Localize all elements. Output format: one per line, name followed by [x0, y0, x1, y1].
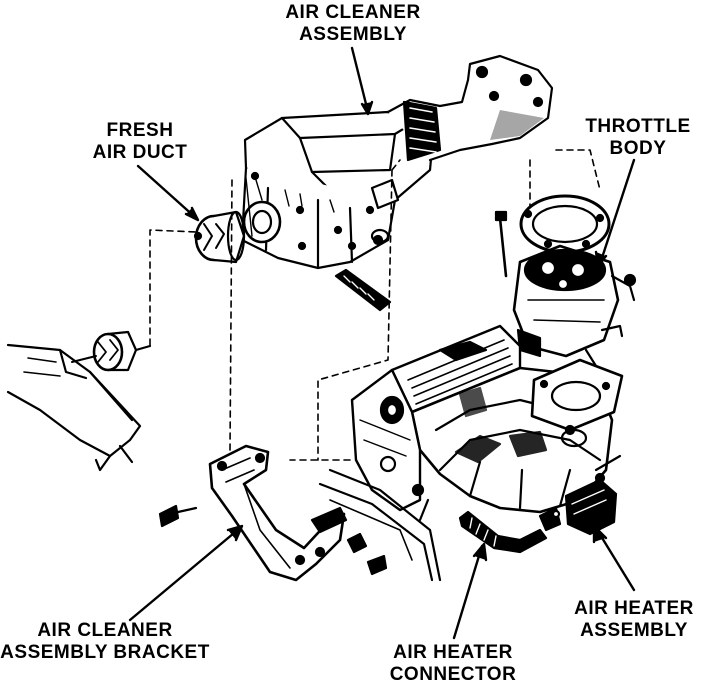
label-fresh-air-duct: FRESH AIR DUCT	[80, 120, 200, 164]
leader-lines	[128, 46, 636, 640]
label-line: AIR CLEANER	[37, 620, 173, 641]
label-line: AIR DUCT	[92, 142, 188, 163]
air-heater-hose	[334, 268, 392, 312]
fresh-air-duct-adapter	[193, 210, 246, 264]
label-line: AIR HEATER	[574, 598, 694, 619]
label-air-cleaner-assembly-bracket: AIR CLEANER ASSEMBLY BRACKET	[0, 620, 210, 664]
label-throttle-body: THROTTLE BODY	[578, 116, 698, 160]
label-line: THROTTLE	[585, 116, 691, 137]
leader-air-heater-connector	[452, 544, 484, 640]
label-line: BODY	[609, 138, 667, 159]
throttle-body	[494, 194, 637, 372]
label-air-cleaner-assembly: AIR CLEANER ASSEMBLY	[268, 2, 438, 46]
leader-air-cleaner-bracket	[128, 526, 242, 622]
label-line: AIR HEATER	[393, 642, 513, 663]
label-line: AIR CLEANER	[285, 2, 421, 23]
label-air-heater-connector: AIR HEATER CONNECTOR	[378, 642, 528, 686]
label-line: ASSEMBLY BRACKET	[0, 642, 210, 663]
label-line: ASSEMBLY	[580, 620, 688, 641]
duct-end-and-fender	[6, 330, 152, 472]
label-line: ASSEMBLY	[299, 24, 407, 45]
leader-air-cleaner-assembly	[350, 46, 370, 114]
label-line: FRESH	[106, 120, 174, 141]
intake-manifold	[318, 324, 624, 582]
label-air-heater-assembly: AIR HEATER ASSEMBLY	[568, 598, 700, 642]
air-heater-assembly	[564, 454, 622, 536]
air-cleaner-snorkel	[386, 54, 554, 162]
label-line: CONNECTOR	[389, 664, 517, 685]
leader-throttle-body	[598, 158, 636, 266]
air-heater-connector	[458, 506, 562, 554]
air-cleaner-housing	[240, 110, 434, 270]
leader-fresh-air-duct	[136, 164, 198, 220]
air-cleaner-bracket	[158, 444, 388, 582]
